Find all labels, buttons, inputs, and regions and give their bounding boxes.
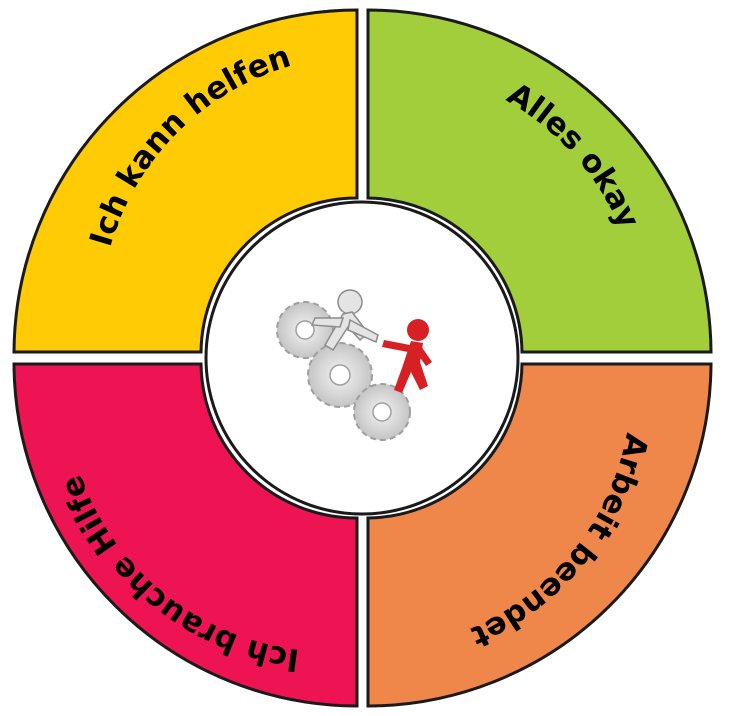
segment-alles-okay (366, 8, 713, 354)
helping-figures-on-gears-icon (276, 289, 432, 441)
helped-figure (382, 319, 432, 393)
segment-ich-kann-helfen (12, 8, 359, 354)
segment-arbeit-beendet (366, 362, 713, 708)
helper-figure (310, 289, 379, 352)
segment-ich-brauche-hilfe (12, 362, 359, 708)
